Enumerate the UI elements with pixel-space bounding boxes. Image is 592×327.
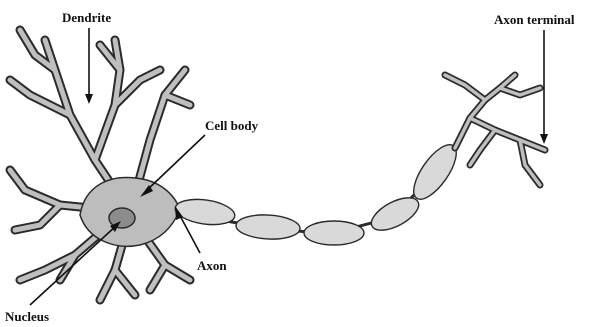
label-axon-terminal: Axon terminal bbox=[494, 12, 575, 27]
myelin-segment bbox=[304, 221, 364, 245]
label-axon: Axon bbox=[197, 258, 227, 273]
label-nucleus: Nucleus bbox=[5, 309, 49, 324]
label-cell-body: Cell body bbox=[205, 118, 259, 133]
label-dendrite: Dendrite bbox=[62, 10, 111, 25]
